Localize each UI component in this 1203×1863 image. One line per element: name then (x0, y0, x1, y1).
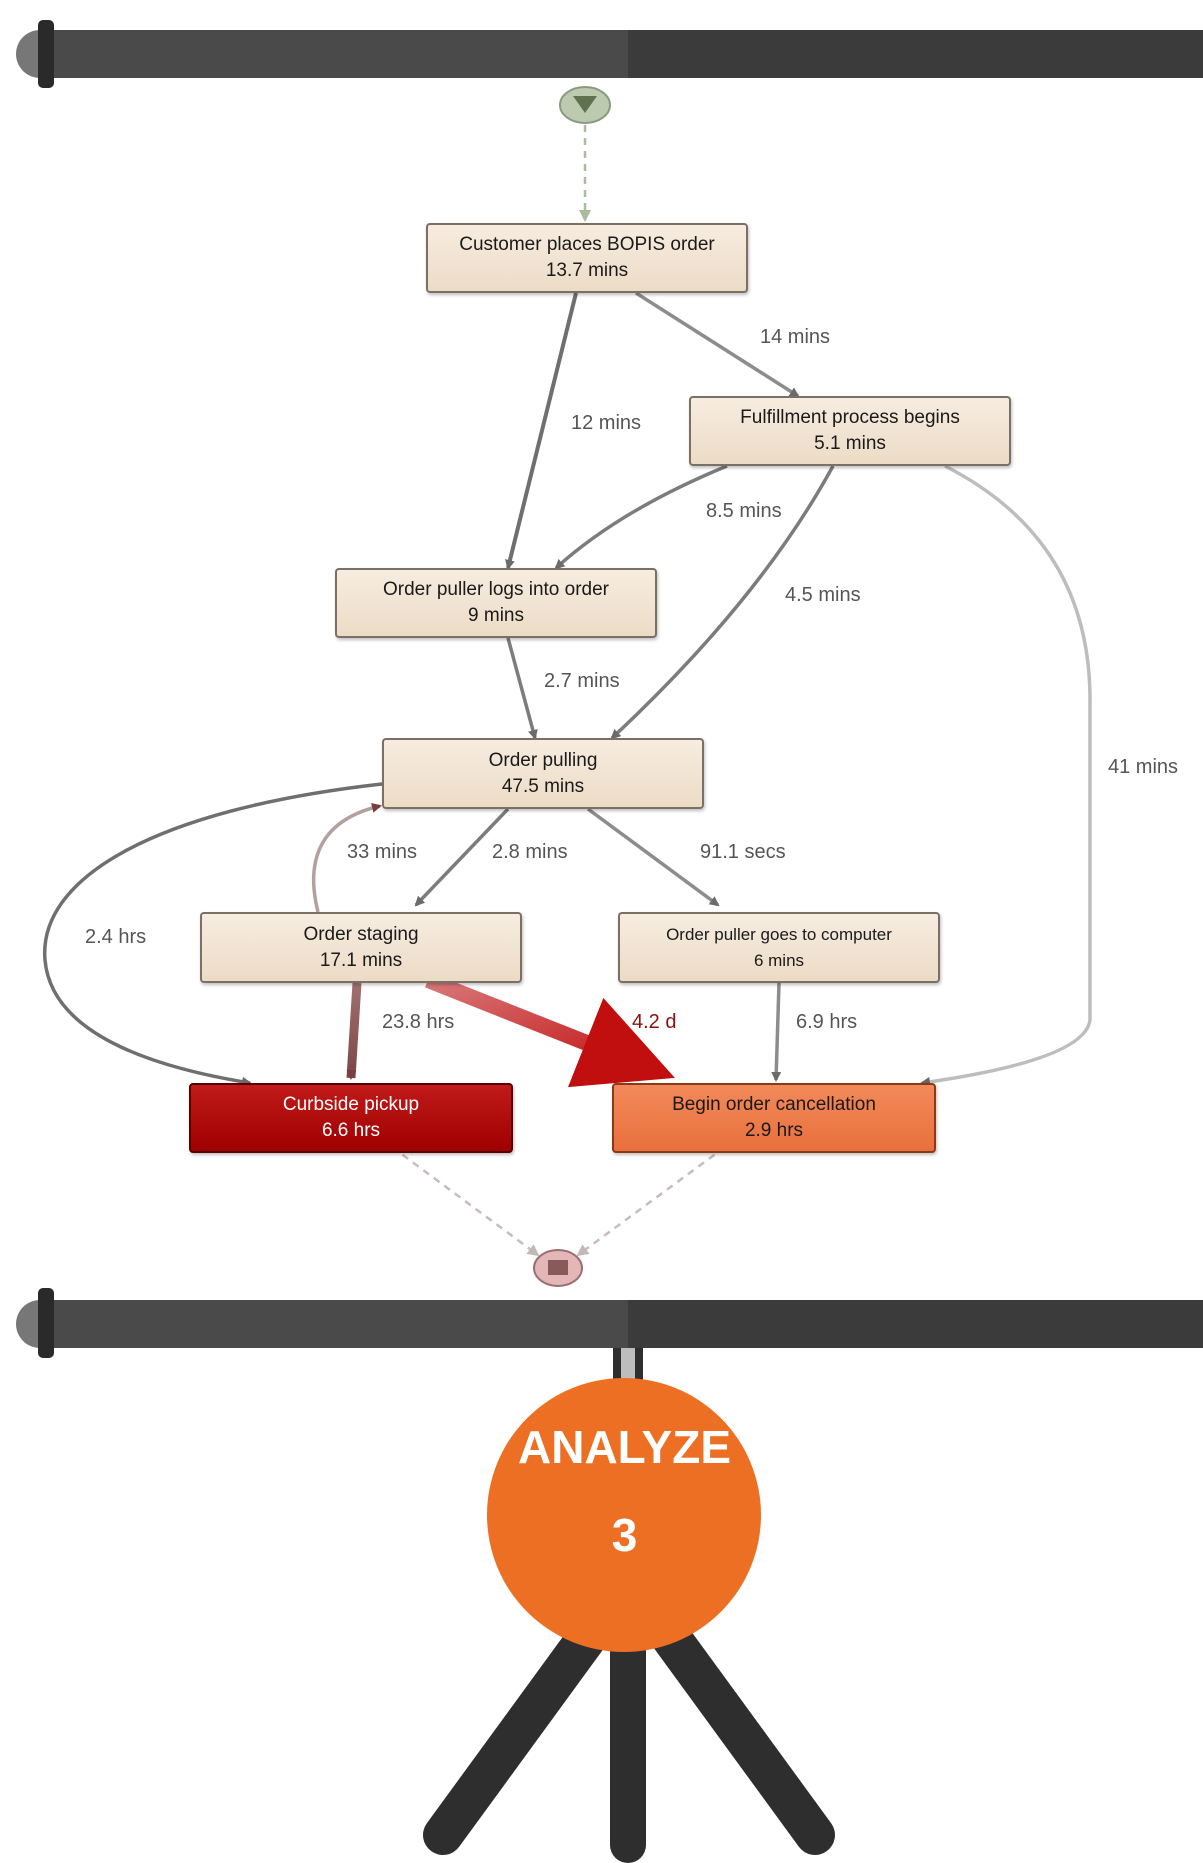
edge-fulfillment-to-pulling (610, 465, 835, 740)
node-curbside-pickup: Curbside pickup 6.6 hrs (189, 1083, 513, 1153)
node-duration: 9 mins (468, 605, 524, 626)
edge-fulfillment-to-cancellation (920, 464, 1092, 1087)
edge-customer-to-puller-logs (505, 292, 578, 570)
node-customer-places-order: Customer places BOPIS order 13.7 mins (426, 223, 748, 293)
edge-computer-to-cancellation (771, 982, 782, 1082)
node-puller-logs-in: Order puller logs into order 9 mins (335, 568, 657, 638)
node-label: Order staging (303, 923, 419, 945)
edge-label-staging-to-curbside: 23.8 hrs (382, 1011, 455, 1033)
node-duration: 6 mins (753, 950, 805, 970)
edge-staging-to-pulling (311, 802, 382, 913)
edge-pulling-to-staging (414, 807, 510, 907)
node-duration: 5.1 mins (814, 433, 886, 454)
edge-customer-to-fulfillment (635, 291, 800, 398)
edge-label-computer-to-cancellation: 6.9 hrs (796, 1011, 858, 1033)
analyze-badge-circle (487, 1378, 761, 1652)
node-label: Order pulling (488, 749, 598, 771)
curbside-end-edge (391, 1145, 540, 1257)
edge-label-pulling-to-curbside: 2.4 hrs (85, 926, 147, 948)
node-order-staging: Order staging 17.1 mins (200, 912, 522, 983)
edge-label-fulfillment-to-puller-logs: 8.5 mins (706, 500, 782, 522)
edge-label-staging-to-cancellation: 4.2 d (632, 1011, 677, 1033)
edge-label-customer-to-puller-logs: 12 mins (571, 412, 642, 434)
edge-label-staging-to-pulling: 33 mins (347, 841, 418, 863)
start-node (559, 86, 611, 124)
edge-label-pulling-to-staging: 2.8 mins (492, 841, 568, 863)
node-label: Curbside pickup (282, 1094, 420, 1115)
node-label: Fulfillment process begins (740, 407, 960, 428)
node-label: Customer places BOPIS order (459, 234, 715, 255)
edge-label-pulling-to-computer: 91.1 secs (700, 841, 786, 863)
edge-staging-to-curbside (346, 982, 362, 1080)
node-label: Order puller logs into order (383, 579, 609, 600)
node-fulfillment-begins: Fulfillment process begins 5.1 mins (689, 396, 1011, 466)
edge-label-customer-to-fulfillment: 14 mins (760, 326, 831, 348)
node-label: Begin order cancellation (672, 1094, 876, 1115)
node-label: Order puller goes to computer (666, 924, 892, 944)
edge-puller-logs-to-pulling (506, 637, 538, 740)
node-puller-goes-to-computer: Order puller goes to computer 6 mins (618, 912, 940, 983)
edge-pulling-to-curbside (43, 782, 383, 1087)
edge-staging-to-cancellation (425, 972, 675, 1088)
edge-label-fulfillment-to-pulling: 4.5 mins (785, 584, 861, 606)
bottom-frame-bar (16, 1288, 1203, 1358)
node-duration: 47.5 mins (501, 775, 585, 797)
end-node (533, 1249, 583, 1287)
edge-pulling-to-computer (586, 807, 720, 907)
analyze-badge-step-number: 3 (611, 1509, 638, 1561)
edge-fulfillment-to-puller-logs (554, 464, 728, 570)
top-frame-bar (16, 20, 1203, 88)
node-duration: 17.1 mins (319, 949, 403, 971)
node-duration: 13.7 mins (545, 260, 629, 281)
node-duration: 6.6 hrs (321, 1120, 381, 1141)
node-begin-cancellation: Begin order cancellation 2.9 hrs (612, 1083, 936, 1153)
analyze-badge-title: ANALYZE (518, 1421, 731, 1473)
edge-label-fulfillment-to-cancellation: 41 mins (1108, 756, 1179, 778)
edge-label-puller-logs-to-pulling: 2.7 mins (544, 670, 620, 692)
cancellation-end-edge (576, 1145, 726, 1257)
node-order-pulling: Order pulling 47.5 mins (382, 738, 704, 809)
node-duration: 2.9 hrs (744, 1120, 804, 1141)
